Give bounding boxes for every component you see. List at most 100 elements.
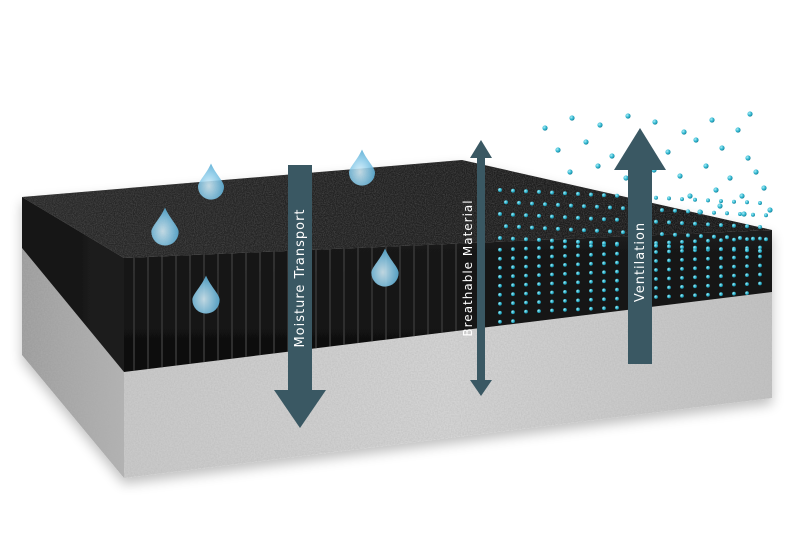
air-particle-icon [764, 213, 768, 218]
air-particle-icon [745, 224, 749, 229]
air-particle-icon [758, 254, 762, 259]
air-particle-icon [680, 285, 684, 289]
air-particle-icon [537, 282, 541, 286]
air-particle-icon [703, 163, 709, 169]
air-particle-icon [719, 283, 723, 288]
air-particle-icon [511, 188, 515, 193]
air-particle-icon [589, 270, 593, 275]
water-drop-icon [349, 149, 375, 186]
air-particle-icon [732, 199, 736, 204]
air-particle-icon [751, 236, 755, 241]
air-particle-icon [550, 263, 554, 268]
air-particle-icon [745, 248, 749, 253]
ventilation-arrow: Ventilation [614, 128, 666, 364]
air-particle-icon [498, 310, 502, 315]
air-particle-icon [732, 291, 736, 296]
air-particle-icon [667, 267, 671, 272]
air-particle-icon [550, 245, 554, 250]
air-particle-icon [498, 283, 502, 288]
air-particle-icon [563, 245, 567, 249]
air-particle-icon [667, 220, 671, 225]
air-particle-icon [751, 212, 755, 217]
air-particle-icon [654, 219, 658, 224]
air-particle-icon [699, 234, 703, 239]
air-particle-icon [511, 310, 515, 315]
air-particle-icon [615, 305, 619, 310]
air-particle-icon [660, 232, 664, 237]
air-particle-icon [563, 308, 567, 312]
air-particle-icon [550, 299, 554, 304]
air-particle-icon [615, 269, 619, 274]
air-particle-icon [687, 193, 693, 199]
air-particle-icon [693, 266, 697, 271]
air-particle-icon [719, 238, 723, 243]
air-particle-icon [589, 261, 593, 266]
air-particle-icon [550, 281, 554, 286]
air-particle-icon [576, 262, 580, 267]
air-particle-icon [498, 236, 502, 240]
air-particle-icon [615, 287, 619, 292]
air-particle-icon [524, 213, 528, 218]
air-particle-icon [537, 189, 541, 194]
air-particle-icon [576, 298, 580, 303]
air-particle-icon [615, 251, 619, 256]
air-particle-icon [608, 205, 612, 210]
air-particle-icon [589, 288, 593, 293]
air-particle-icon [589, 240, 593, 245]
air-particle-icon [602, 270, 606, 275]
air-particle-icon [713, 187, 719, 193]
air-particle-icon [602, 217, 606, 222]
air-particle-icon [524, 282, 528, 287]
air-particle-icon [745, 255, 749, 259]
air-particle-icon [732, 237, 736, 242]
air-particle-icon [511, 283, 515, 288]
air-particle-icon [654, 243, 658, 248]
air-particle-icon [667, 196, 671, 201]
air-particle-icon [517, 200, 521, 205]
air-particle-icon [654, 295, 658, 299]
breathable-material-label: Breathable Material [461, 199, 475, 336]
air-particle-icon [504, 224, 508, 229]
air-particle-icon [511, 247, 515, 252]
air-particle-icon [665, 149, 671, 155]
air-particle-icon [511, 212, 515, 217]
air-particle-icon [680, 221, 684, 226]
air-particle-icon [719, 256, 723, 261]
air-particle-icon [709, 117, 715, 123]
air-particle-icon [537, 264, 541, 268]
air-particle-icon [667, 258, 671, 263]
air-particle-icon [530, 201, 534, 206]
air-particle-icon [758, 245, 762, 250]
air-particle-icon [693, 137, 699, 143]
air-particle-icon [615, 241, 619, 246]
air-particle-icon [693, 293, 697, 298]
air-particle-icon [589, 306, 593, 311]
air-particle-icon [543, 202, 547, 207]
air-particle-icon [524, 189, 528, 194]
ventilation-label: Ventilation [633, 222, 648, 302]
air-particle-icon [764, 237, 768, 242]
air-particle-icon [706, 265, 710, 270]
air-particle-icon [621, 230, 625, 235]
air-particle-icon [537, 246, 541, 251]
air-particle-icon [498, 188, 502, 192]
air-particle-icon [524, 237, 528, 242]
air-particle-icon [712, 234, 716, 239]
air-particle-icon [563, 191, 567, 196]
air-particle-icon [686, 233, 690, 238]
air-particle-icon [524, 309, 528, 314]
air-particle-icon [595, 228, 599, 233]
air-particle-icon [680, 267, 684, 271]
air-particle-icon [589, 252, 593, 257]
air-particle-icon [745, 264, 749, 268]
air-particle-icon [745, 155, 751, 161]
air-particle-icon [583, 139, 589, 145]
air-particle-icon [576, 280, 580, 285]
breathable-material-arrow: Breathable Material [461, 140, 492, 396]
air-particle-icon [602, 261, 606, 266]
air-particle-icon [569, 203, 573, 208]
air-particle-icon [719, 265, 723, 270]
air-particle-icon [719, 199, 723, 204]
moisture-droplets [151, 149, 399, 314]
